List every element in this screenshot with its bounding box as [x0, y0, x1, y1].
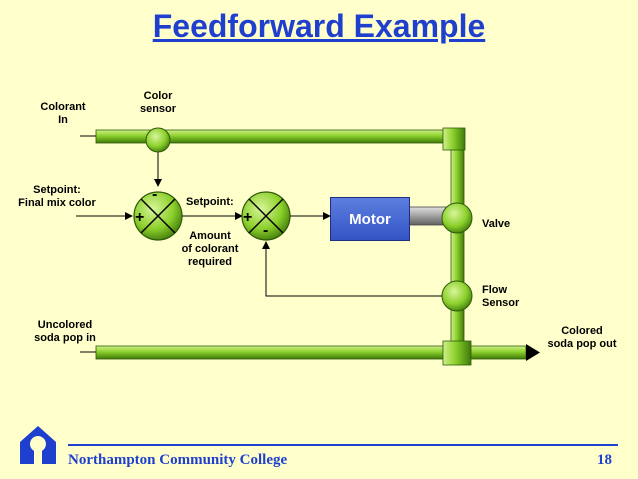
label-flow-sensor: Flow Sensor — [482, 284, 520, 309]
college-logo-icon — [20, 426, 56, 464]
page-title: Feedforward Example — [152, 8, 486, 44]
vertical-pipe — [450, 137, 465, 354]
elbow-joint — [442, 127, 466, 151]
sum1-minus-sign: - — [152, 186, 158, 203]
label-uncolored: Uncolored soda pop in — [34, 319, 96, 344]
sum2-plus-sign: + — [243, 209, 253, 226]
label-colored: Colored soda pop out — [547, 325, 617, 350]
label-valve: Valve — [482, 218, 511, 230]
label-amount: Amount of colorant required — [181, 230, 239, 268]
footer-divider — [68, 444, 618, 446]
color-sensor — [145, 127, 171, 153]
valve — [441, 202, 473, 234]
flow-sensor — [441, 280, 473, 312]
tee-joint — [442, 340, 472, 366]
label-setpoint-final: Setpoint: Final mix color — [18, 184, 96, 209]
soda-out-arrow — [526, 344, 540, 361]
label-colorant-in: Colorant In — [40, 101, 86, 126]
label-setpoint-2: Setpoint: — [186, 196, 234, 208]
page-number: 18 — [597, 452, 612, 468]
label-color-sensor: Color sensor — [139, 90, 177, 115]
motor-block: Motor — [330, 197, 410, 241]
sum1-plus-sign: + — [135, 209, 145, 226]
sum2-minus-sign: - — [263, 222, 269, 239]
footer-college: Northampton Community College — [68, 452, 288, 468]
